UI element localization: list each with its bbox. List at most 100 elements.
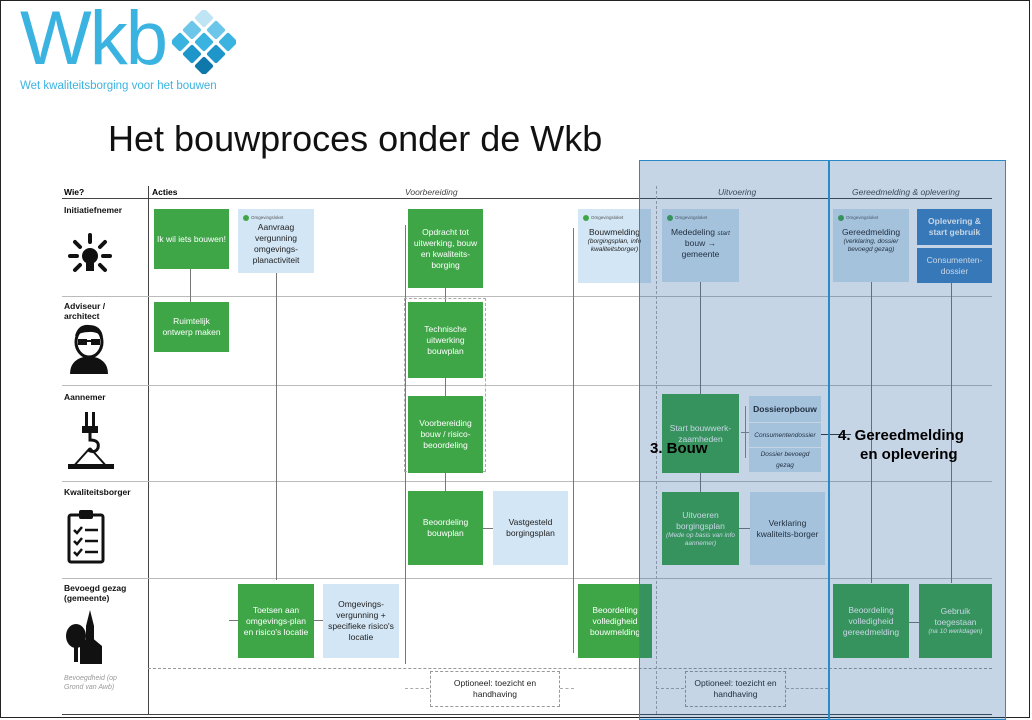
box-start-bouw: Start bouwwerk-zaamheden [662,394,739,473]
box-beoordeling-bouwplan: Beoordeling bouwplan [408,491,483,565]
omgevingsloket-badge: Omgevingsloket [243,212,283,223]
connector [445,473,446,491]
box-omgevingsvergunning: Omgevings-vergunning + specifieke risico… [323,584,399,658]
church-tree-icon [66,610,102,664]
badge-label: Omgevingsloket [846,215,879,220]
label-gereedmelding: 4. Gereedmelding [838,427,964,444]
connector [951,283,952,583]
role-bevoegdheid: Bevoegdheid (op Grond van Awb) [64,675,117,691]
omgevingsloket-badge: Omgevingsloket [838,212,878,223]
logo-diamonds-icon [172,10,236,74]
box-label: Gebruik toegestaan [934,606,977,627]
phase-overlay-bouw [639,160,829,720]
phase-overlay-gereedmelding [829,160,1006,720]
connector [821,434,851,435]
omgevingsloket-badge: Omgevingsloket [583,212,623,223]
header-wie: Wie? [64,187,85,197]
role-bevoegd-gezag: Bevoegd gezag (gemeente) [64,583,127,603]
box-optioneel-toezicht-2: Optioneel: toezicht en handhaving [685,671,786,707]
connector [656,688,684,689]
box-gebruik-toegestaan: Gebruik toegestaan (na 10 werkdagen) [919,584,992,658]
connector [405,688,429,689]
box-ruimtelijk-ontwerp: Ruimtelijk ontwerp maken [154,302,229,352]
connector [700,280,701,394]
connector [482,528,494,529]
connector [786,688,828,689]
box-voorbereiding-bouw: Voorbereiding bouw / risico-beoordeling [408,396,483,473]
badge-label: Omgevingsloket [591,215,624,220]
logo-subtitle: Wet kwaliteitsborging voor het bouwen [20,80,217,92]
dot-icon [838,214,844,221]
clipboard-checklist-icon [67,510,105,564]
box-aanvraag-vergunning: Omgevingsloket Aanvraag vergunning omgev… [238,209,314,273]
row-divider [62,481,992,482]
box-dossier-bevoegd-gezag: Dossier bevoegd gezag [749,448,821,472]
connector [445,378,446,396]
dot-icon [243,214,249,221]
role-aannemer: Aannemer [64,392,106,402]
box-sublabel: start [717,230,730,237]
box-label: Aanvraag vergunning omgevings-planactivi… [252,222,300,265]
header-rule [62,198,992,199]
box-mededeling: Omgevingsloket Mededeling start bouw → g… [662,209,739,282]
box-label: Mededeling [671,227,715,237]
connector [745,406,746,458]
connector [190,269,191,302]
connector [871,280,872,583]
box-technische-uitwerking: Technische uitwerking bouwplan [408,302,483,378]
row-divider [62,296,992,297]
box-sublabel: (verklaring, dossier bevoegd gezag) [843,238,899,253]
header-acties: Acties [152,187,178,197]
box-uitvoeren-borgingsplan: Uitvoeren borgingsplan (Mede op basis va… [662,492,739,565]
connector [405,225,406,664]
box-ik-wil-bouwen: Ik wil iets bouwen! [154,209,229,269]
phase-divider [656,186,657,714]
connector [445,288,446,302]
row-divider-dashed [148,668,992,669]
column-divider [148,186,149,714]
box-optioneel-toezicht: Optioneel: toezicht en handhaving [430,671,560,707]
bottom-rule [62,714,992,715]
box-dossieropbouw: Dossieropbouw [749,396,821,422]
label-oplevering: en oplevering [860,446,958,463]
box-verklaring-kwaliteitsborger: Verklaring kwaliteits-borger [750,492,825,565]
box-label: Uitvoeren borgingsplan [676,509,725,531]
omgevingsloket-badge: Omgevingsloket [667,212,707,223]
box-consumentendossier-item: Consumentendossier [749,423,821,447]
box-sublabel: (na 10 werkdagen) [928,628,983,635]
box-label: Gereedmelding [841,227,901,237]
box-bouwmelding: Omgevingsloket Bouwmelding (borgingsplan… [578,209,651,283]
box-label-cont: bouw → gemeente [681,238,720,259]
box-oplevering: Oplevering & start gebruik [917,209,992,245]
box-gereedmelding: Omgevingsloket Gereedmelding (verklaring… [833,209,909,282]
dot-icon [667,214,673,221]
box-beoordeling-gereedmelding: Beoordeling volledigheid gereedmelding [833,584,909,658]
header-voorbereiding: Voorbereiding [405,187,458,197]
connector [276,273,277,580]
crane-hook-icon [68,412,114,469]
box-label: Bouwmelding [588,227,641,237]
architect-person-icon [70,324,108,374]
logo-wordmark: Wkb [20,0,168,81]
role-kwaliteitsborger: Kwaliteitsborger [64,487,131,497]
box-sublabel: (Mede op basis van info aannemer) [665,531,735,547]
connector [738,528,750,529]
connector [909,622,919,623]
lightbulb-icon [68,233,112,272]
role-initiatiefnemer: Initiatiefnemer [64,205,123,215]
row-divider [62,578,992,579]
header-gereedmelding: Gereedmelding & oplevering [852,187,960,197]
box-sublabel: (borgingsplan, info kwaliteitsborger) [587,238,642,253]
badge-label: Omgevingsloket [251,215,284,220]
box-opdracht: Opdracht tot uitwerking, bouw en kwalite… [408,209,483,288]
dot-icon [583,214,589,221]
connector [700,473,701,493]
box-toetsen: Toetsen aan omgevings-plan en risico's l… [238,584,314,658]
box-consumentendossier: Consumenten-dossier [917,248,992,283]
badge-label: Omgevingsloket [675,215,708,220]
box-vastgesteld-borgingsplan: Vastgesteld borgingsplan [493,491,568,565]
role-adviseur: Adviseur / architect [64,301,106,321]
header-uitvoering: Uitvoering [718,187,757,197]
connector [573,228,574,653]
